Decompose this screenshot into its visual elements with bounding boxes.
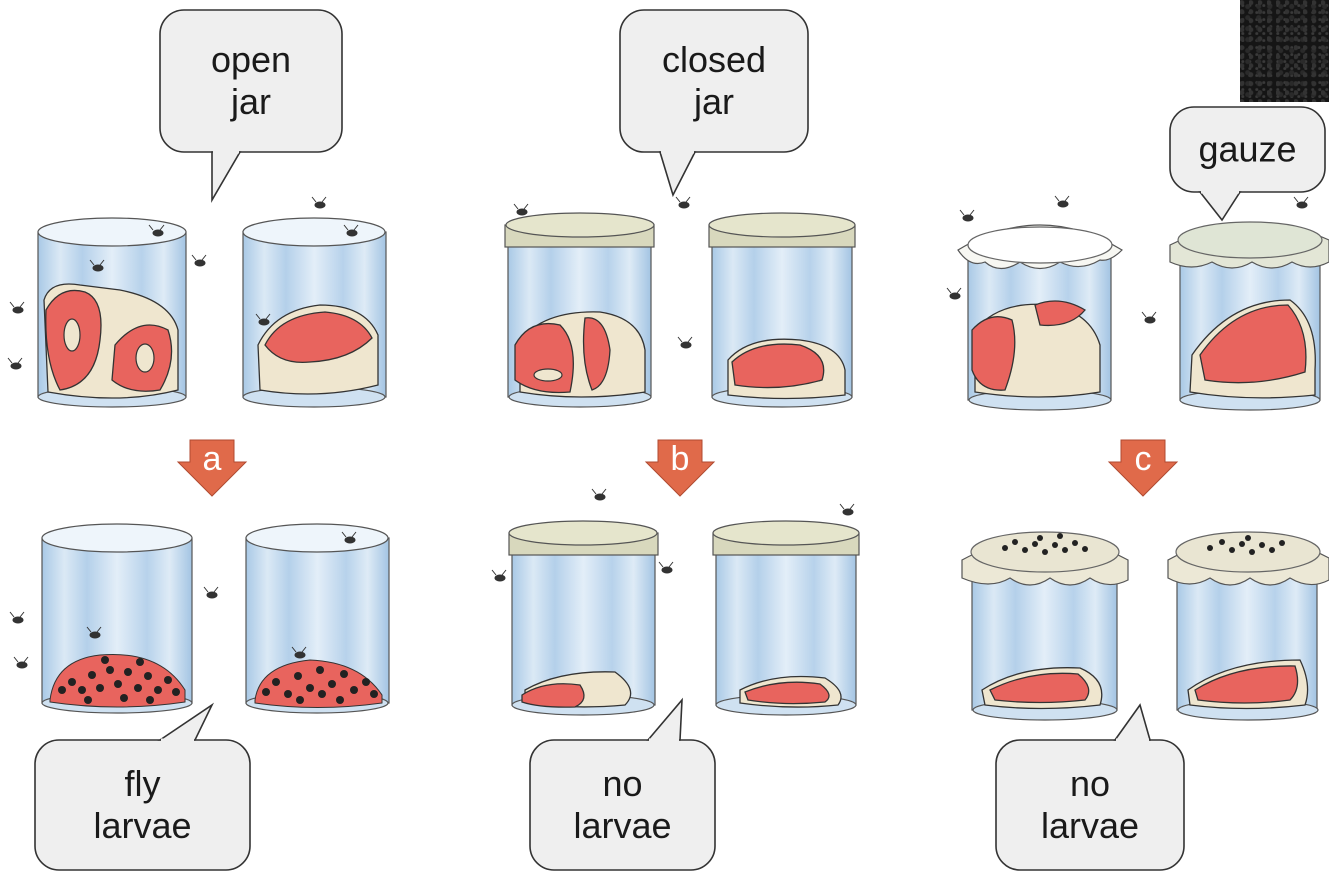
fly-icon (10, 302, 24, 313)
fly-icon (1142, 312, 1156, 323)
jar-b-top-left (505, 213, 654, 407)
jar-c-bottom-left (962, 532, 1128, 720)
fly-icon (676, 197, 690, 208)
fly-icon (8, 358, 22, 369)
fly-icon (947, 288, 961, 299)
fly-icon (492, 570, 506, 581)
bubble-text-line: jar (230, 81, 271, 122)
bubble-text-line: gauze (1198, 129, 1296, 170)
bubble-text-line: larvae (573, 805, 671, 846)
fly-icon (10, 612, 24, 623)
jar-c-top-left (958, 225, 1122, 410)
jar-c-bottom-right (1168, 532, 1329, 720)
bubble-text-line: no (602, 763, 642, 804)
fly-icon (312, 197, 326, 208)
jar-c-top-right (1170, 222, 1329, 410)
jar-a-bottom-left (42, 524, 192, 713)
arrow-label-c: c (1135, 440, 1152, 478)
fly-icon (840, 504, 854, 515)
bubble-text-line: larvae (1041, 805, 1139, 846)
down-arrow-b: b (646, 440, 714, 496)
fly-icon (204, 587, 218, 598)
fly-icon (192, 255, 206, 266)
fly-icon (678, 337, 692, 348)
down-arrow-a: a (178, 440, 246, 496)
jar-a-top-left (38, 218, 186, 407)
jar-b-bottom-left (509, 521, 658, 715)
fly-icon (960, 210, 974, 221)
fly-icon (1294, 197, 1308, 208)
bubble-text-line: closed (662, 39, 766, 80)
bubble-text-line: no (1070, 763, 1110, 804)
fly-icon (592, 489, 606, 500)
dark-textured-corner (1240, 0, 1329, 102)
bubble-text-line: larvae (93, 805, 191, 846)
bubble-text-line: fly (125, 763, 161, 804)
arrow-label-b: b (671, 440, 690, 478)
fly-icon (1055, 196, 1069, 207)
jar-a-top-right (243, 218, 386, 407)
bubble-text-line: jar (693, 81, 734, 122)
down-arrow-c: c (1109, 440, 1177, 496)
fly-icon (514, 204, 528, 215)
arrow-label-a: a (203, 440, 222, 478)
fly-icon (659, 562, 673, 573)
fly-icon (14, 657, 28, 668)
jar-b-bottom-right (713, 521, 859, 715)
bubble-text-line: open (211, 39, 291, 80)
jar-a-bottom-right (246, 524, 389, 713)
jar-b-top-right (709, 213, 855, 407)
